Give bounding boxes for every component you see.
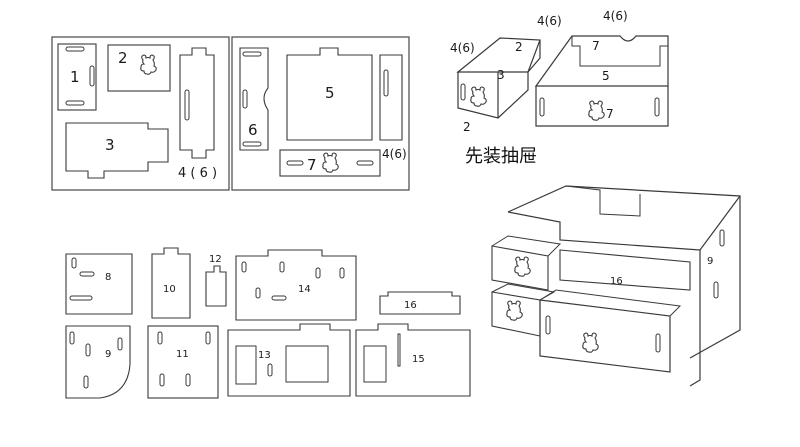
part-5-label: 5 xyxy=(325,84,335,102)
part-6-label: 6 xyxy=(248,121,258,139)
part-12-label: 12 xyxy=(209,254,222,265)
part-11-label: 11 xyxy=(176,349,189,360)
part-13-shape xyxy=(227,323,351,397)
part-1-shape xyxy=(57,43,97,111)
part-13-label: 13 xyxy=(258,350,271,361)
part-15-label: 15 xyxy=(412,354,425,365)
large-drawer-bottom-label: 5 xyxy=(602,69,610,83)
part-14-label: 14 xyxy=(298,284,311,295)
assembled-organizer xyxy=(491,185,741,387)
part-14-shape xyxy=(235,249,357,321)
part-8-label: 8 xyxy=(105,272,111,283)
part-16-label: 16 xyxy=(404,300,417,311)
small-drawer-back-label: 4(6) xyxy=(450,41,475,55)
part-4-6-label: 4(6) xyxy=(382,147,407,161)
part-15-shape xyxy=(355,323,471,397)
large-drawer-front-label: 7 xyxy=(606,107,614,121)
bear-cutout-icon xyxy=(506,300,523,321)
part-11-shape xyxy=(147,325,219,399)
bear-cutout-icon xyxy=(588,100,605,121)
part-2-label: 2 xyxy=(118,49,128,67)
part-4-shape xyxy=(179,47,215,159)
part-5-shape xyxy=(286,47,373,141)
large-drawer-back2-label: 4(6) xyxy=(603,9,628,23)
large-drawer-back-label: 4(6) xyxy=(537,14,562,28)
bear-cutout-icon xyxy=(322,152,339,173)
bear-cutout-icon xyxy=(470,86,487,107)
lower-parts: 8 9 10 11 12 xyxy=(65,247,471,399)
part-8-shape xyxy=(65,253,133,315)
large-drawer-side-label: 7 xyxy=(592,39,600,53)
assembled-part-16-label: 16 xyxy=(610,276,623,287)
board-panel-b: 6 5 4(6) 7 xyxy=(231,36,410,191)
part-16-shape xyxy=(379,291,461,315)
part-12-shape xyxy=(205,265,227,307)
part-3-shape xyxy=(65,122,169,179)
part-9-label: 9 xyxy=(105,349,111,360)
bear-cutout-icon xyxy=(140,54,157,75)
small-drawer-side-label: 2 xyxy=(515,40,523,54)
large-drawer-drawing xyxy=(534,35,669,127)
part-2-shape xyxy=(107,44,171,92)
small-drawer-front-label: 2 xyxy=(463,120,471,134)
part-7-label: 7 xyxy=(307,156,317,174)
part-4-6-shape xyxy=(379,54,403,141)
part-9-shape xyxy=(65,325,131,399)
small-drawer-bottom-label: 3 xyxy=(497,68,505,82)
bear-cutout-icon xyxy=(582,332,599,353)
bear-cutout-icon xyxy=(514,256,531,277)
board-panel-a: 1 2 3 4 ( 6 ) xyxy=(51,36,230,191)
drawer-assembly-detail: 4(6) 2 3 2 4(6) 4(6) 7 5 7 先装抽屉 xyxy=(450,9,669,167)
drawer-caption: 先装抽屉 xyxy=(465,146,537,167)
part-7-shape xyxy=(279,149,381,177)
part-1-label: 1 xyxy=(70,68,80,86)
part-6-shape xyxy=(239,47,269,151)
small-drawer-drawing xyxy=(456,37,541,119)
part-3-label: 3 xyxy=(105,136,115,154)
assembled-part-9-label: 9 xyxy=(707,256,713,267)
part-10-shape xyxy=(151,247,191,319)
part-4-label: 4 ( 6 ) xyxy=(178,166,217,181)
part-10-label: 10 xyxy=(163,284,176,295)
